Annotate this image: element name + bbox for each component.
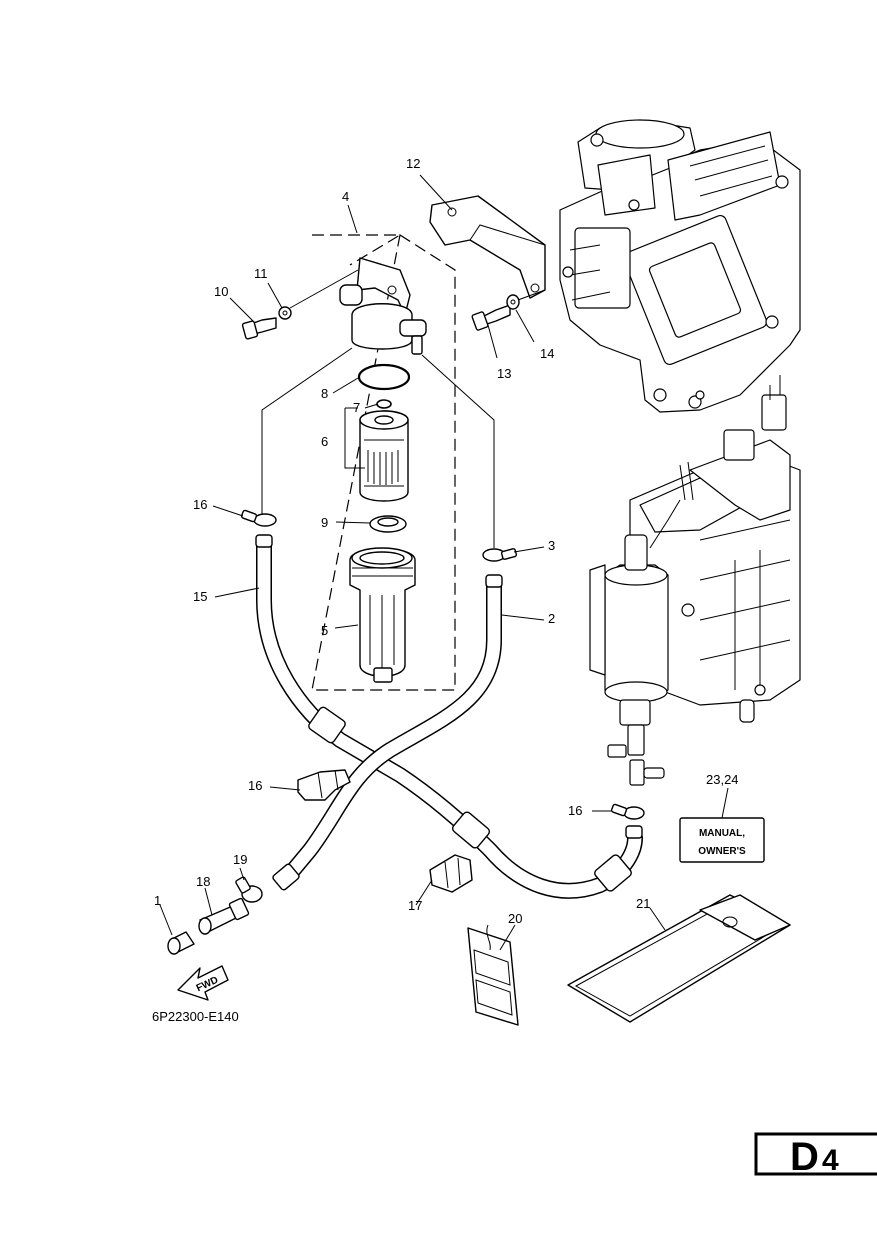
o-ring-large [357, 363, 411, 391]
callout-12: 12 [406, 156, 420, 171]
callout-11: 11 [254, 266, 268, 281]
hose-clip-upper-left [240, 509, 277, 527]
o-ring-small [376, 399, 392, 409]
callout-2: 2 [548, 611, 555, 626]
callout-4: 4 [342, 189, 349, 204]
hose-clip-20 [235, 876, 263, 903]
manual-line-1: MANUAL, [699, 828, 745, 839]
fuel-hose-2 [277, 577, 502, 888]
filter-mounting-washer [278, 306, 292, 320]
callout-15: 15 [193, 589, 207, 604]
filter-spacer-ring [369, 515, 407, 533]
hose-holder-17 [297, 769, 351, 801]
fuel-filter-cup [349, 547, 416, 683]
callout-21: 20 [508, 911, 522, 926]
callout-6: 6 [321, 434, 328, 449]
manual-bag-22 [567, 894, 791, 1023]
callout-7: 7 [353, 400, 360, 415]
hose-joint-19 [198, 897, 250, 935]
page-code-letter: D [790, 1135, 819, 1179]
hose-clip-lower [610, 803, 645, 820]
filter-assembly-group-outline [311, 234, 456, 691]
callout-23-24: 23,24 [706, 772, 739, 787]
caution-tag-21 [467, 924, 519, 1026]
fuel-filter-bracket [429, 195, 546, 299]
callout-3: 3 [548, 538, 555, 553]
manual-line-2: OWNER'S [698, 846, 746, 857]
callout-13: 13 [497, 366, 511, 381]
page-code-box: D 4 [754, 1132, 877, 1179]
callout-numbers: 4 12 11 10 13 14 8 7 6 9 5 16 15 3 2 16 … [154, 156, 739, 926]
hose-holder-18 [429, 854, 473, 893]
page-code-number: 4 [822, 1144, 839, 1177]
callout-17: 16 [248, 778, 262, 793]
callout-18: 17 [408, 898, 422, 913]
fuel-connector-1 [167, 931, 195, 955]
callout-16-lower-text: 16 [568, 803, 582, 818]
engine-lower-block [589, 375, 801, 786]
owners-manual-box: MANUAL, OWNER'S [679, 817, 765, 863]
callout-14: 14 [540, 346, 554, 361]
callout-5: 5 [321, 623, 328, 638]
filter-mounting-screw [241, 317, 277, 340]
hose-clip-upper-right [482, 548, 518, 562]
callout-1: 1 [154, 893, 161, 908]
fuel-filter-head [339, 257, 427, 355]
callout-16-upper: 16 [193, 497, 207, 512]
callout-20: 19 [233, 852, 247, 867]
fuel-filter-element [359, 410, 409, 502]
bracket-mounting-screw [471, 304, 511, 331]
callout-leader-lines [159, 174, 729, 951]
bracket-mounting-washer [506, 294, 520, 310]
callout-10: 10 [214, 284, 228, 299]
callout-19: 18 [196, 874, 210, 889]
drawing-code: 6P22300-E140 [152, 1009, 239, 1024]
engine-upper-casing [559, 119, 801, 413]
callout-22: 21 [636, 896, 650, 911]
callout-9: 9 [321, 515, 328, 530]
callout-8: 8 [321, 386, 328, 401]
forward-direction-arrow: FWD [177, 965, 229, 1001]
